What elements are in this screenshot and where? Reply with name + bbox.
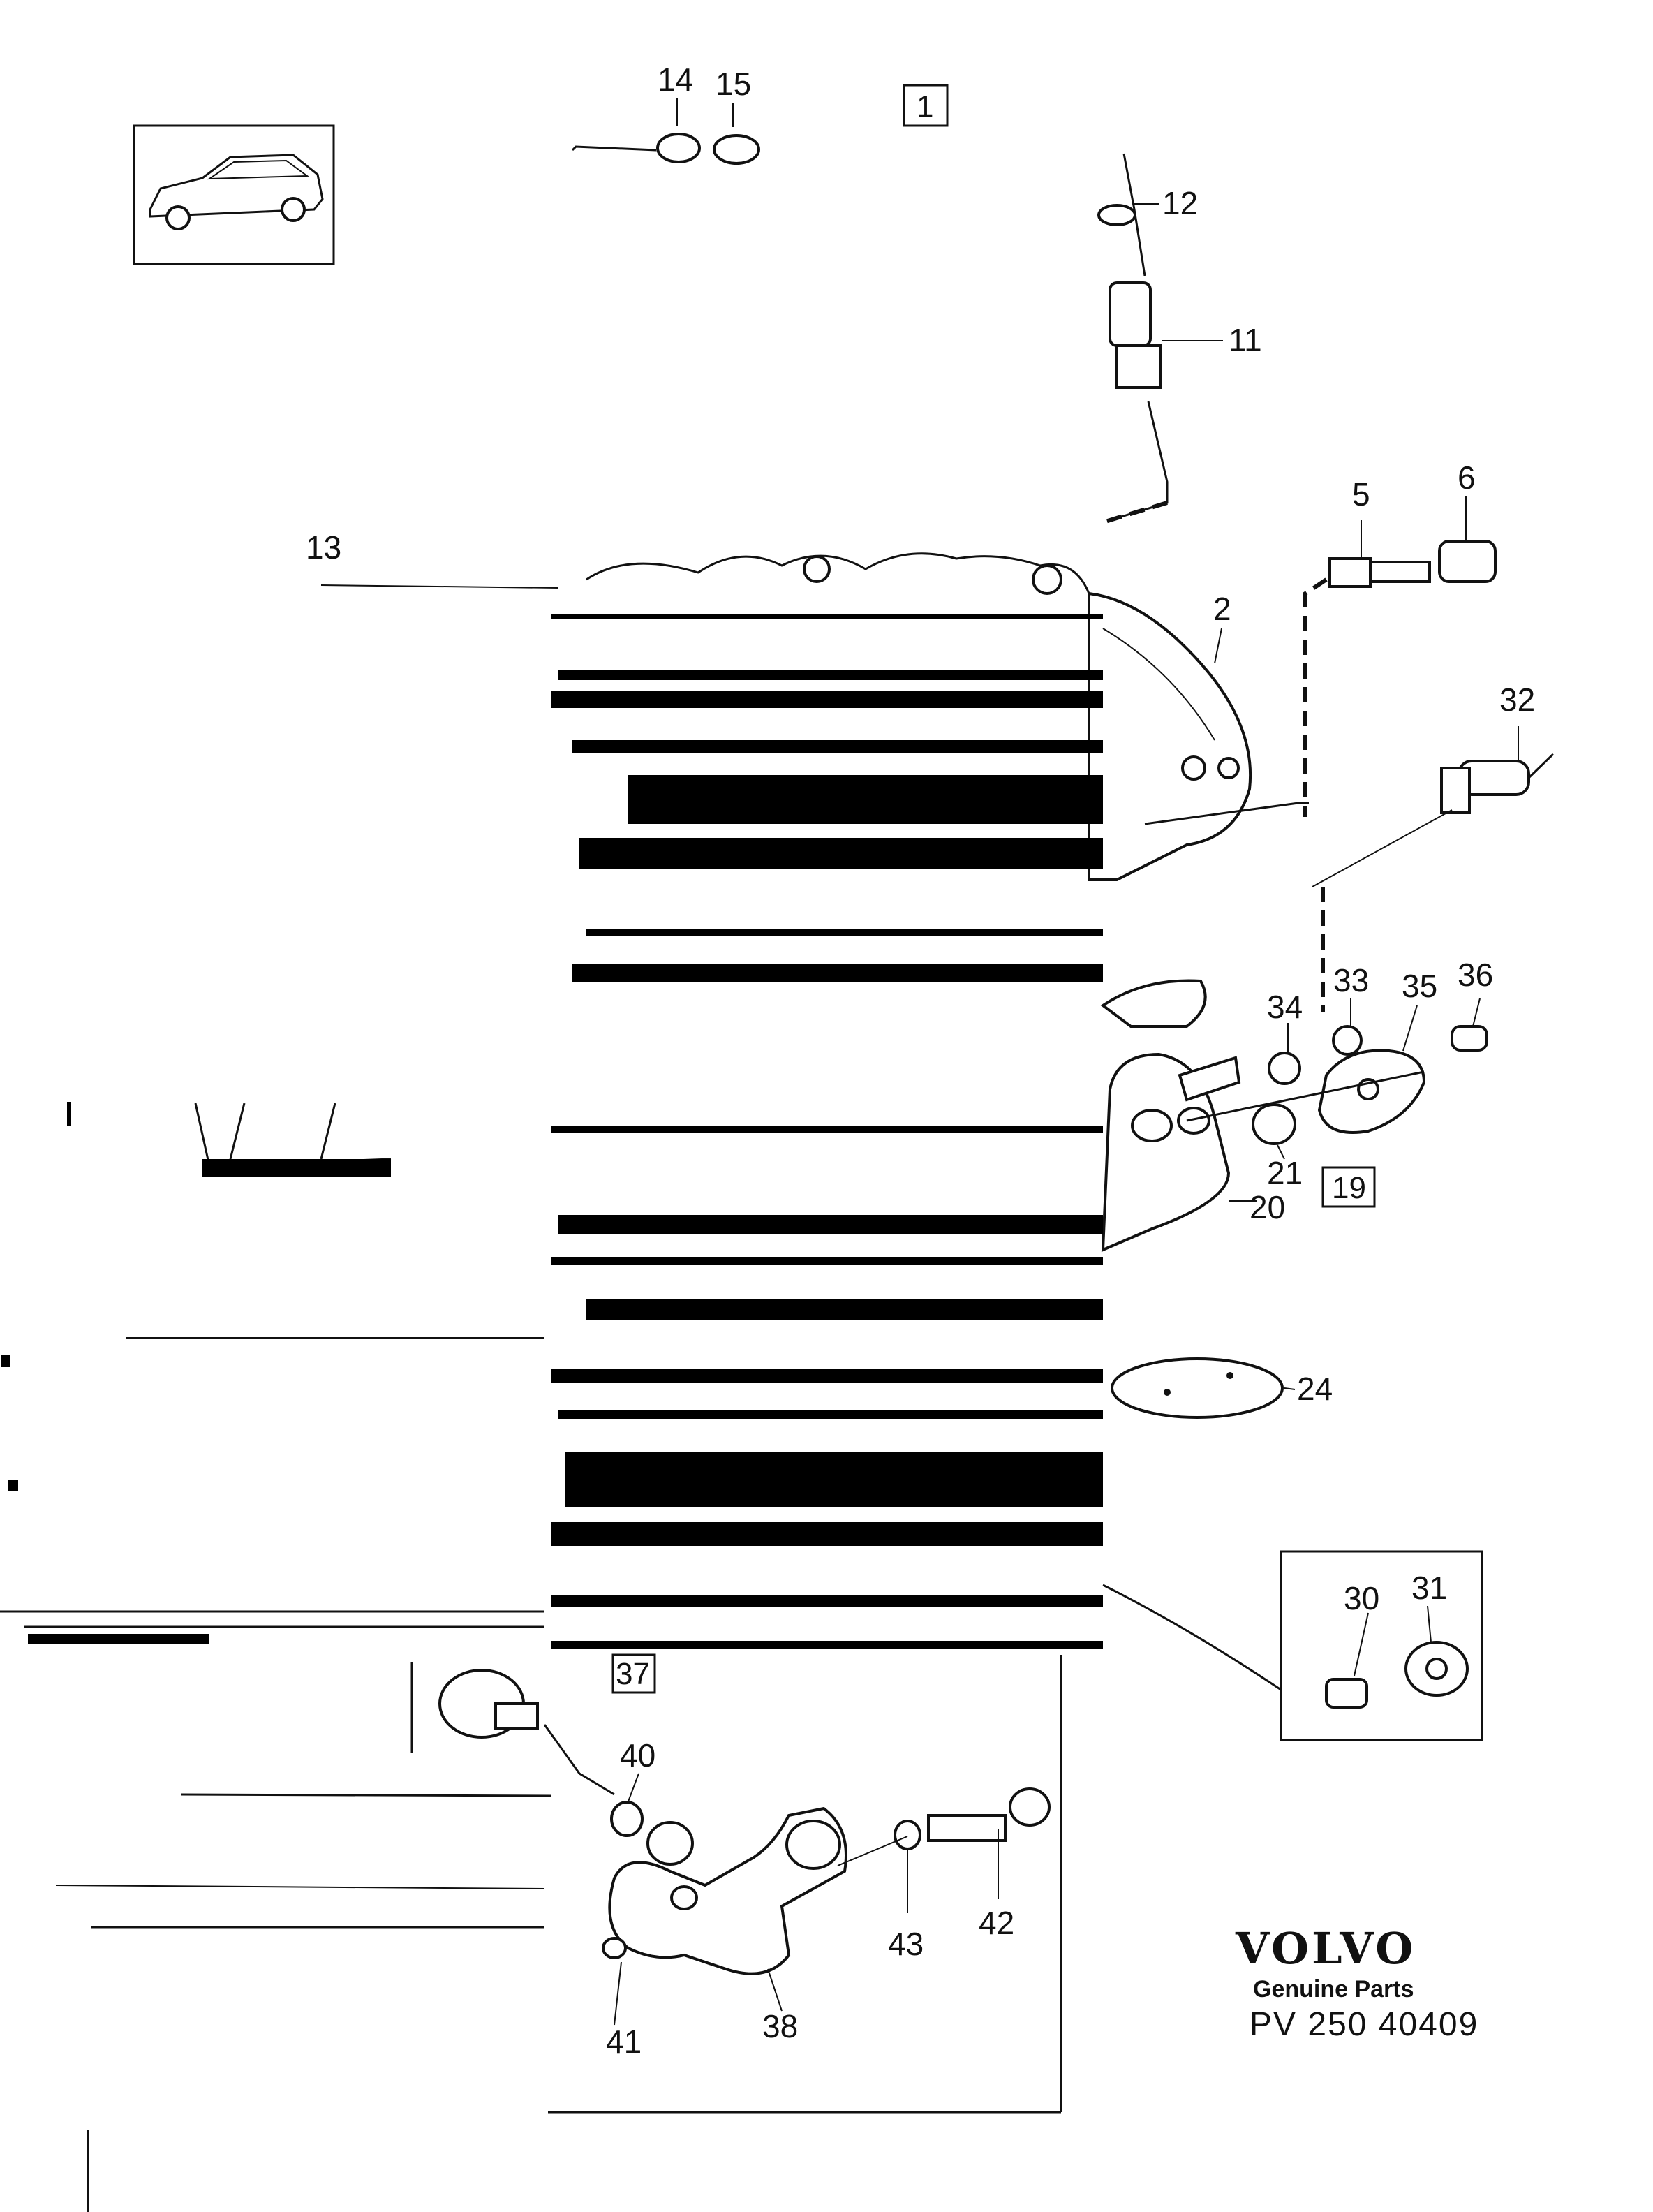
coolant-outlet-38: [602, 1801, 847, 1975]
label-37: 37: [616, 1657, 650, 1691]
washer-pair-14-15: [571, 98, 760, 165]
bolt-42-washer-43: [837, 1787, 1051, 1866]
label-11: 11: [1229, 322, 1262, 358]
label-35: 35: [1402, 968, 1437, 1004]
diagram-code: PV 250 40409: [1250, 2006, 1478, 2043]
label-14: 14: [658, 61, 693, 98]
label-42: 42: [979, 1905, 1014, 1941]
brand-tagline: Genuine Parts: [1253, 1976, 1414, 2003]
label-40: 40: [620, 1737, 655, 1774]
label-15: 15: [716, 66, 751, 102]
label-6: 6: [1458, 459, 1476, 496]
label-24: 24: [1297, 1371, 1333, 1407]
label-2: 2: [1213, 591, 1231, 627]
vehicle-thumbnail: [133, 124, 335, 265]
brand-logo: VOLVO: [1235, 1923, 1416, 1974]
inset-30-31: [1102, 1550, 1483, 1741]
hose-fitting-11-12: [1097, 153, 1169, 524]
nipple-5-and-sleeve-6: [1303, 540, 1497, 817]
label-19: 19: [1332, 1171, 1366, 1205]
label-31: 31: [1411, 1570, 1447, 1606]
part-labels: 14 15 1 12 11 5 6 13 2 32 34 33 35 36 21…: [306, 61, 1535, 2060]
bottom-frame-37: [548, 1653, 1062, 2114]
label-21: 21: [1267, 1155, 1303, 1191]
label-5: 5: [1352, 476, 1370, 513]
label-1: 1: [917, 89, 933, 124]
label-32: 32: [1499, 681, 1535, 718]
label-34: 34: [1267, 989, 1303, 1025]
ref-box-1: [903, 84, 949, 127]
gasket-35-bolt-36-33-34: [1186, 1025, 1488, 1145]
scan-artifact-left: [0, 1102, 552, 2212]
manifold-flange: [320, 552, 1090, 595]
intake-manifold-2: [1088, 591, 1309, 881]
leader-lines: [614, 203, 1519, 2026]
label-38: 38: [762, 2008, 798, 2044]
scan-artifact-bands: [551, 614, 1103, 1649]
gasket-24: [1111, 1357, 1296, 1419]
label-30: 30: [1344, 1580, 1379, 1616]
label-36: 36: [1458, 957, 1493, 993]
plug-screw: [438, 1669, 615, 1796]
sensor-32: [1312, 753, 1555, 1012]
ref-box-19: [1321, 1166, 1376, 1208]
label-13: 13: [306, 529, 341, 566]
thermostat-housing-20: [1100, 979, 1241, 1253]
label-33: 33: [1333, 962, 1369, 998]
label-41: 41: [606, 2023, 642, 2060]
branding-block: VOLVO Genuine Parts PV 250 40409: [1235, 1923, 1478, 2043]
label-43: 43: [888, 1926, 924, 1962]
label-20: 20: [1250, 1189, 1285, 1225]
label-12: 12: [1162, 185, 1198, 221]
